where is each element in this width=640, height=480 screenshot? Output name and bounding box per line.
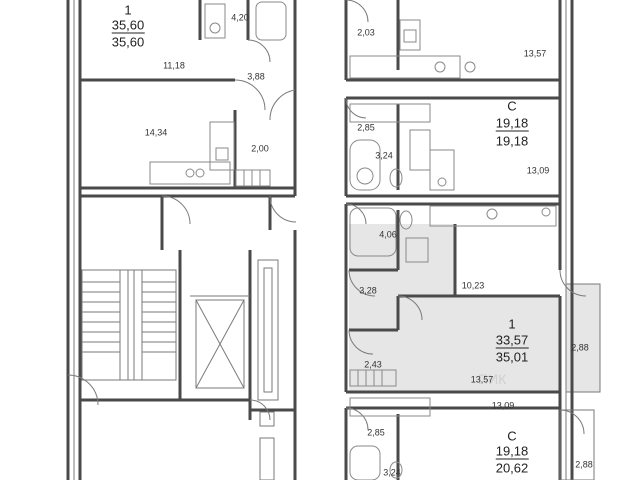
room-area-room-selected: 13,57 — [470, 374, 494, 385]
room-area-loggia-bottom-right: 2,88 — [575, 459, 593, 470]
room-area-room-mid-right: 13,09 — [526, 165, 550, 176]
apartment-area-selected-1: 33,57 — [495, 332, 529, 349]
room-area-bath-bottom-right: 3,24 — [383, 467, 401, 478]
room-area-hall-mid-right: 2,85 — [357, 122, 375, 133]
apartment-area-middle-right-1: 19,18 — [495, 115, 529, 132]
room-area-loggia-selected: 2,88 — [571, 342, 589, 353]
watermark: ПИК — [478, 371, 507, 387]
room-area-wc-left: 2,00 — [251, 143, 269, 154]
selected-apartment-fill[interactable] — [349, 224, 560, 392]
room-area-kitchen-selected: 10,23 — [461, 280, 485, 291]
apartment-type-top-left: 1 — [124, 2, 132, 18]
apartment-area-bottom-right-2: 20,62 — [495, 460, 529, 476]
room-area-wc-top-right: 2,03 — [357, 27, 375, 38]
apartment-area-top-left-2: 35,60 — [111, 34, 145, 50]
room-area-living-top-left: 11,18 — [163, 60, 185, 71]
room-area-bath-top-left: 4,20 — [231, 12, 249, 23]
room-area-hall-selected: 3,28 — [359, 285, 377, 296]
room-area-kitchen-left: 14,34 — [144, 127, 168, 138]
fixtures — [149, 1, 557, 480]
room-area-room-bottom-right: 13,09 — [491, 400, 515, 411]
room-area-bath-selected: 4,06 — [379, 229, 397, 240]
room-area-room-top-right: 13,57 — [523, 48, 547, 59]
apartment-area-middle-right-2: 19,18 — [495, 133, 529, 149]
room-area-bath-mid-right: 3,24 — [375, 150, 393, 161]
apartment-area-selected-2: 35,01 — [495, 349, 529, 365]
apartment-area-top-left-1: 35,60 — [111, 17, 145, 34]
apartment-type-selected: 1 — [508, 316, 516, 332]
apartment-area-bottom-right-1: 19,18 — [495, 443, 529, 460]
room-area-wc-selected: 2,43 — [364, 359, 382, 370]
apartment-type-middle-right: C — [507, 98, 517, 114]
thin-lines — [67, 0, 595, 480]
room-area-hall-bottom-right: 2,85 — [367, 427, 385, 438]
room-area-hall-top-left: 3,88 — [247, 71, 265, 82]
walls — [66, 0, 574, 480]
apartment-type-bottom-right: C — [507, 428, 517, 444]
